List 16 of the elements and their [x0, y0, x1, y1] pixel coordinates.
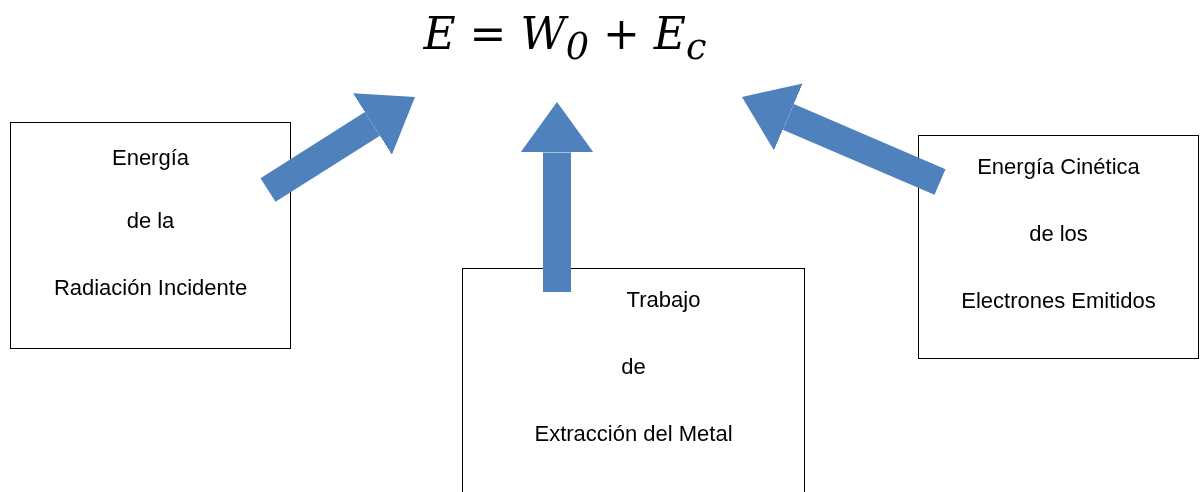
box-text: Electrones Emitidos [961, 288, 1156, 314]
box-text: de los [1029, 221, 1088, 247]
box-text: de la [126, 208, 175, 234]
box-text: Radiación Incidente [53, 275, 248, 301]
text-box [10, 122, 291, 349]
box-text: de [621, 354, 646, 380]
block-arrow [260, 93, 415, 202]
box-text: Extracción del Metal [534, 421, 733, 447]
text-box [462, 268, 805, 492]
text-box [918, 135, 1199, 359]
equation: E = W$_{0}$ + E$_{c}$ [400, 8, 730, 74]
box-text: Trabajo [626, 287, 701, 313]
block-arrow [520, 102, 594, 292]
block-arrow [742, 83, 946, 195]
box-text: Energía [111, 145, 190, 171]
box-text: Energía Cinética [977, 154, 1140, 180]
